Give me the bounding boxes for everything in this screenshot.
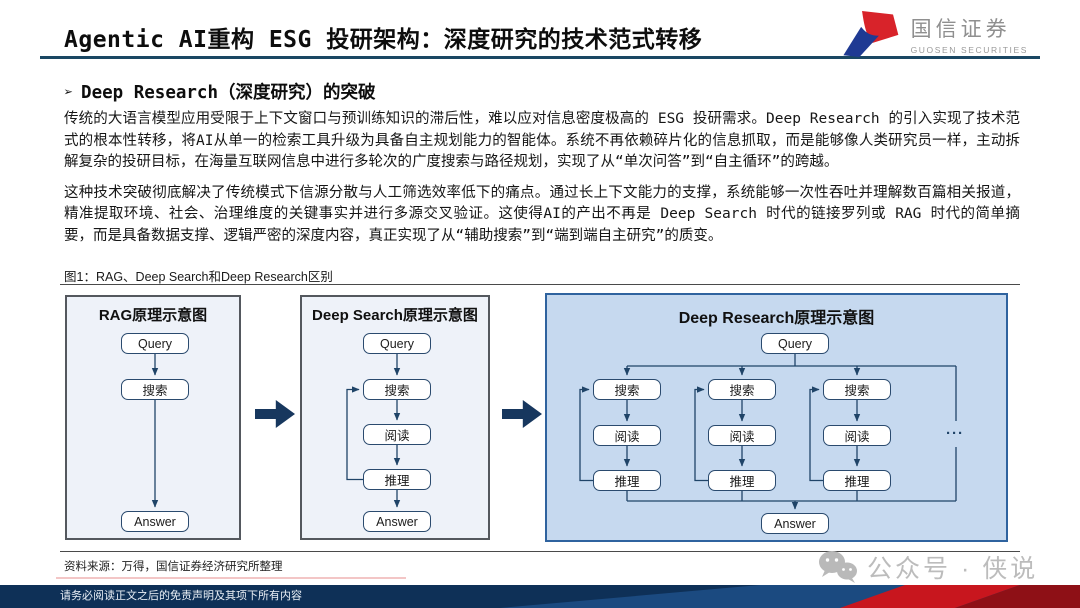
- panel-deep-search: Deep Search原理示意图 Query 搜索 阅读 推理 Answer: [300, 295, 490, 540]
- company-logo: 国信证券 GUOSEN SECURITIES: [839, 8, 1028, 60]
- dr-node-search: 搜索: [593, 379, 661, 400]
- dr-node-read: 阅读: [823, 425, 891, 446]
- title-divider: [40, 56, 1040, 59]
- transition-arrow-icon: [255, 400, 295, 428]
- rag-node-query: Query: [121, 333, 189, 354]
- caption-divider: [60, 284, 1020, 285]
- dr-ellipsis: ···: [940, 425, 970, 442]
- ds-node-search: 搜索: [363, 379, 431, 400]
- dr-node-answer: Answer: [761, 513, 829, 534]
- dr-node-search: 搜索: [708, 379, 776, 400]
- figure-caption: 图1：RAG、Deep Search和Deep Research区别: [64, 270, 333, 284]
- section-heading: ➢ Deep Research（深度研究）的突破: [64, 79, 376, 104]
- panel-rag: RAG原理示意图 Query 搜索 Answer: [65, 295, 241, 540]
- body-text: 传统的大语言模型应用受限于上下文窗口与预训练知识的滞后性，难以应对信息密度极高的…: [64, 109, 1020, 247]
- panel-rag-title: RAG原理示意图: [98, 307, 208, 324]
- rag-node-search: 搜索: [121, 379, 189, 400]
- rag-node-answer: Answer: [121, 511, 189, 532]
- paragraph-1: 传统的大语言模型应用受限于上下文窗口与预训练知识的滞后性，难以应对信息密度极高的…: [64, 111, 1020, 170]
- panel-deep-research-title: Deep Research原理示意图: [678, 310, 875, 327]
- dr-node-query: Query: [761, 333, 829, 354]
- section-heading-text: Deep Research（深度研究）的突破: [81, 83, 376, 103]
- dr-node-search: 搜索: [823, 379, 891, 400]
- deep-search-connectors: [346, 354, 401, 508]
- source-text: 资料来源：万得，国信证券经济研究所整理: [64, 561, 283, 573]
- page-title: Agentic AI重构 ESG 投研架构：深度研究的技术范式转移: [64, 27, 703, 53]
- deep-research-connectors: [579, 354, 957, 510]
- rag-connectors: [151, 354, 159, 508]
- dr-node-reason: 推理: [823, 470, 891, 491]
- guosen-logo-icon: [843, 10, 898, 58]
- footer-bar: 请务必阅读正文之后的免责声明及其项下所有内容: [0, 585, 1080, 608]
- dr-node-read: 阅读: [708, 425, 776, 446]
- dr-node-read: 阅读: [593, 425, 661, 446]
- source-divider: [60, 551, 1020, 552]
- ds-node-query: Query: [363, 333, 431, 354]
- watermark: 公众号 · 侠说: [818, 548, 1038, 586]
- logo-name-cn: 国信证券: [910, 18, 1011, 41]
- figure-diagram: RAG原理示意图 Query 搜索 Answer Deep Search原理示意…: [60, 290, 1020, 546]
- arrow-bullet-icon: ➢: [64, 82, 74, 101]
- ds-node-answer: Answer: [363, 511, 431, 532]
- dr-node-reason: 推理: [593, 470, 661, 491]
- logo-name-en: GUOSEN SECURITIES: [910, 45, 1028, 55]
- watermark-text: 公众号 · 侠说: [867, 555, 1039, 583]
- footer-decoration: [500, 585, 1080, 608]
- logo-text: 国信证券 GUOSEN SECURITIES: [911, 13, 1028, 55]
- panel-deep-search-title: Deep Search原理示意图: [312, 307, 478, 324]
- wechat-icon: [819, 551, 857, 583]
- decorative-line: [56, 577, 406, 579]
- dr-node-reason: 推理: [708, 470, 776, 491]
- transition-arrow-icon: [502, 400, 542, 428]
- ds-node-reason: 推理: [363, 469, 431, 490]
- paragraph-2: 这种技术突破彻底解决了传统模式下信源分散与人工筛选效率低下的痛点。通过长上下文能…: [64, 184, 1020, 244]
- ds-node-read: 阅读: [363, 424, 431, 445]
- panel-deep-research: Deep Research原理示意图: [545, 293, 1008, 542]
- footer-disclaimer: 请务必阅读正文之后的免责声明及其项下所有内容: [60, 590, 302, 602]
